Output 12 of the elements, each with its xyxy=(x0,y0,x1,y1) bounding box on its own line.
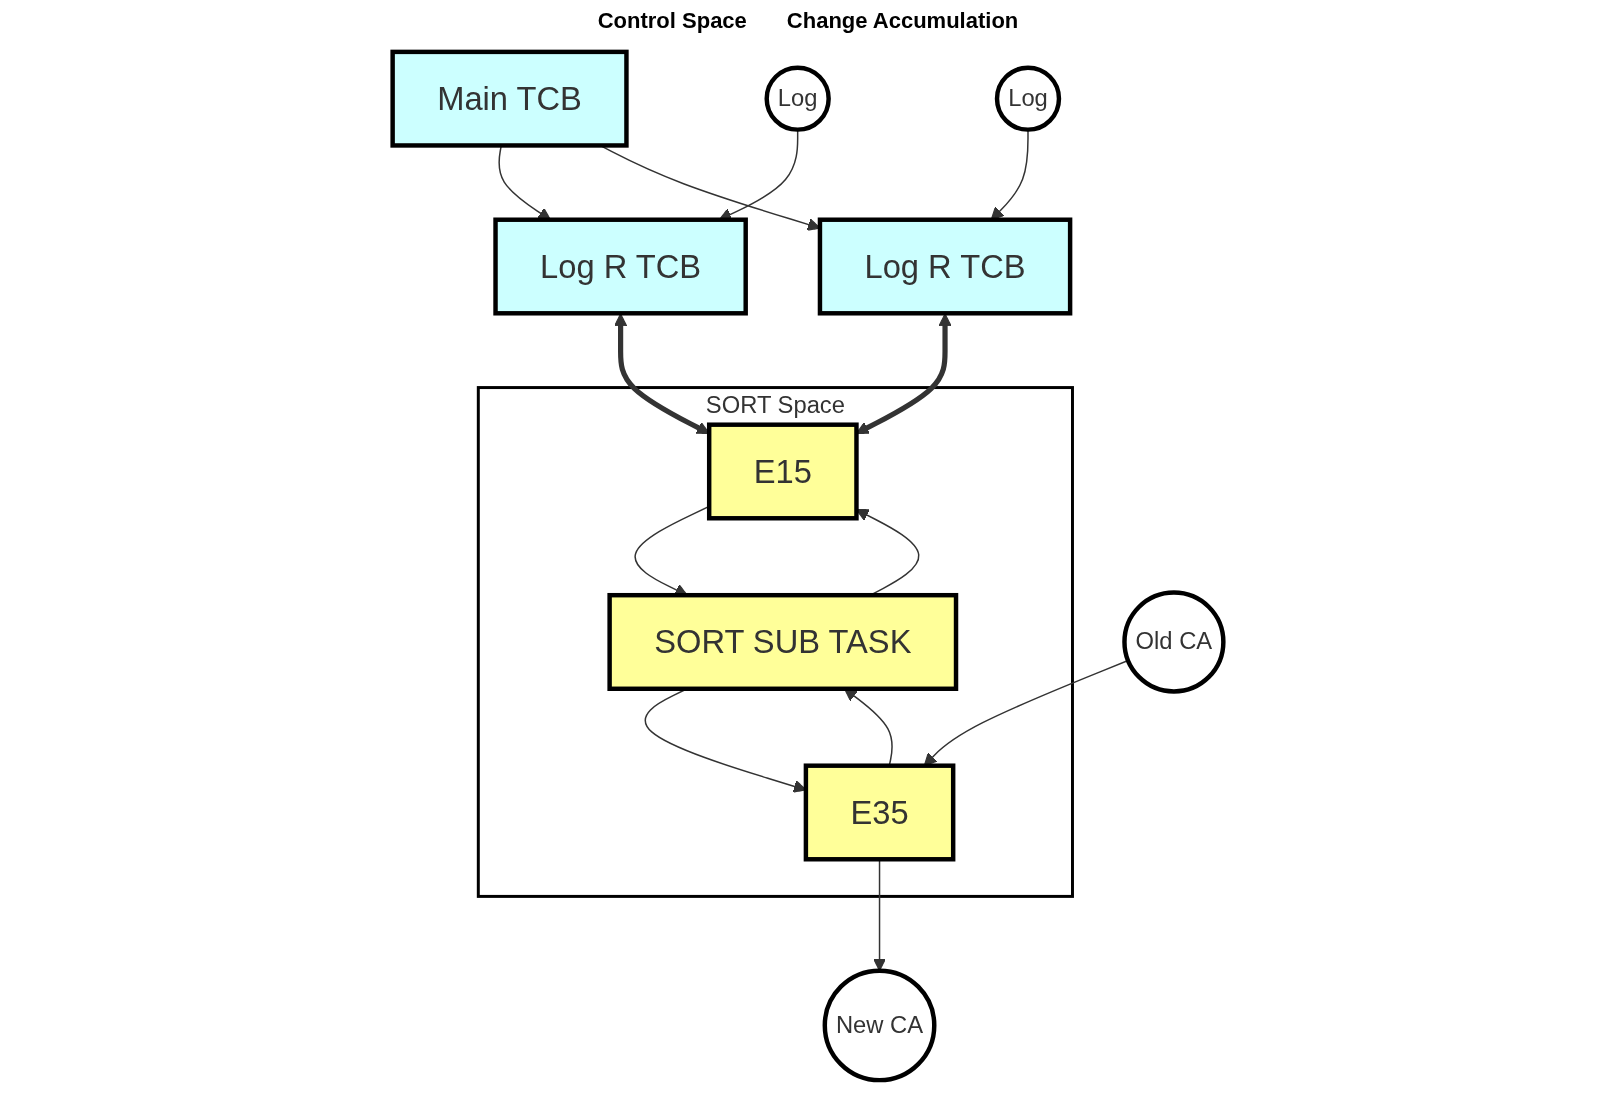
node-box: E35 xyxy=(803,763,956,862)
node-box: SORT SUB TASK xyxy=(607,592,959,691)
node-circle: Log xyxy=(764,65,831,132)
node-box: Main TCB xyxy=(390,49,629,148)
note-text: Change Accumulation xyxy=(786,8,1019,34)
note-text: Control Space xyxy=(597,8,747,34)
node-box: E15 xyxy=(706,422,859,521)
node-circle: Log xyxy=(994,65,1062,132)
node-circle: Old CA xyxy=(1122,590,1226,694)
node-circle: New CA xyxy=(822,968,937,1083)
node-box: Log R TCB xyxy=(817,217,1073,316)
node-box: Log R TCB xyxy=(493,217,748,316)
